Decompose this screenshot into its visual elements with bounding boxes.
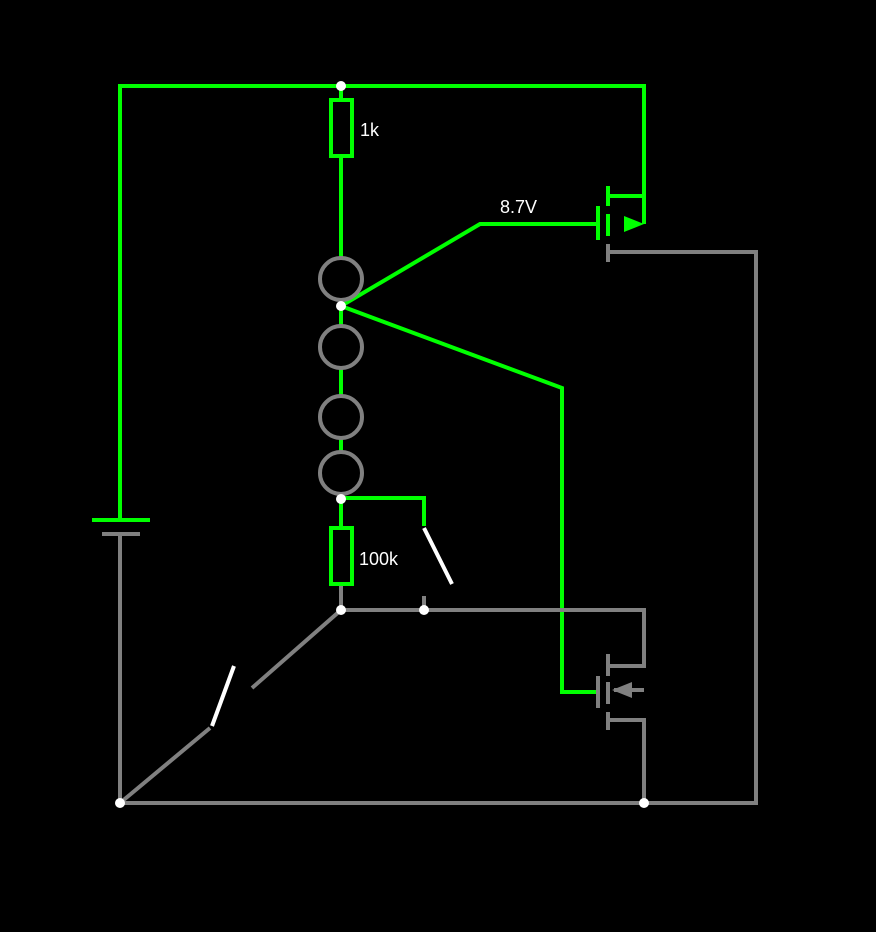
node-ground-mosfet: [639, 798, 649, 808]
lower-switch-wire: [118, 608, 343, 805]
gate-wire-upper-mosfet: [339, 222, 598, 308]
top-rail-wire: [118, 84, 646, 520]
upper-mosfet-arrow-icon: [624, 216, 644, 232]
resistor-100k-label: 100k: [359, 549, 399, 569]
junction-nodes: [115, 81, 649, 808]
gate-wire-lower-mosfet: [340, 304, 598, 694]
resistor-1k-label: 1k: [360, 120, 380, 140]
lower-mosfet-body: [606, 654, 646, 803]
lamp-2: [318, 324, 364, 370]
node-resistor-bottom: [336, 605, 346, 615]
lower-mosfet-arrow-icon: [612, 682, 632, 698]
node-ground-left: [115, 798, 125, 808]
lamp-4: [318, 450, 364, 496]
resistor-1k: [329, 98, 354, 158]
upper-switch-blade[interactable]: [422, 527, 454, 585]
node-switch-contact: [419, 605, 429, 615]
voltage-probe-label: 8.7V: [500, 197, 537, 217]
resistor-100k-bottom-wire: [339, 584, 646, 668]
idle-wires: [102, 244, 758, 805]
node-top-rail: [336, 81, 346, 91]
lower-switch-blade[interactable]: [210, 665, 236, 727]
energized-wires: [92, 84, 646, 694]
top-switch-wire: [341, 496, 426, 526]
node-lamp-junction: [336, 301, 346, 311]
node-lamp-bottom: [336, 494, 346, 504]
resistor-100k: [329, 526, 354, 586]
lamp-1: [318, 256, 364, 302]
ground-return-wire: [118, 250, 758, 805]
lamp-3: [318, 394, 364, 440]
